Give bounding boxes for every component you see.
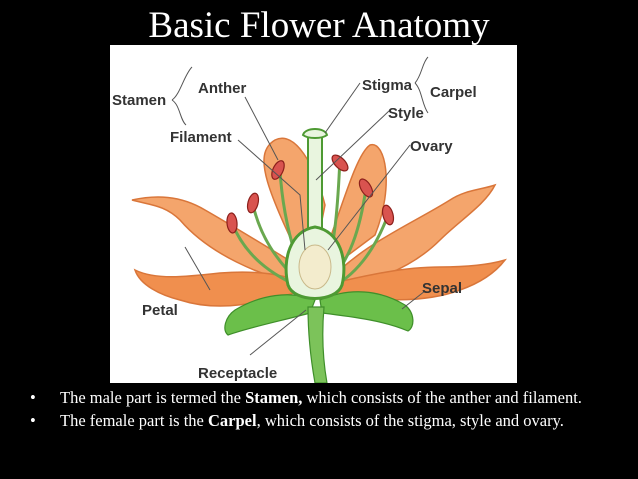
bullet-text-pre: The female part is the (60, 411, 208, 430)
bullet-bold-term: Stamen, (245, 388, 303, 407)
flower-illustration: Stamen Anther Filament Stigma Carpel Sty… (112, 56, 508, 383)
bullet-text-post: , which consists of the stigma, style an… (256, 411, 564, 430)
label-anther: Anther (198, 80, 246, 97)
bullet-bold-term: Carpel (207, 411, 257, 430)
bullet-text-pre: The male part is termed the (60, 388, 246, 407)
carpel-shape (284, 128, 346, 300)
anther-shapes (226, 154, 395, 234)
leader-lines (171, 56, 429, 356)
label-carpel: Carpel (430, 84, 477, 101)
label-sepal: Sepal (422, 280, 462, 297)
bullet-list: • The male part is termed the Stamen, wh… (30, 388, 620, 434)
bullet-item-stamen: • The male part is termed the Stamen, wh… (30, 388, 620, 408)
label-stamen: Stamen (112, 92, 166, 109)
label-style: Style (388, 105, 424, 122)
sepal-shapes (224, 291, 414, 336)
bullet-item-carpel: • The female part is the Carpel, which c… (30, 411, 620, 431)
label-receptacle: Receptacle (198, 365, 277, 382)
slide-title: Basic Flower Anatomy (148, 5, 490, 46)
label-petal: Petal (142, 302, 178, 319)
receptacle-stem (307, 306, 328, 383)
bullet-text-post: which consists of the anther and filamen… (302, 388, 582, 407)
bullet-marker: • (30, 411, 36, 430)
flower-diagram: Stamen Anther Filament Stigma Carpel Sty… (110, 45, 517, 383)
bullet-marker: • (30, 388, 36, 407)
label-stigma: Stigma (362, 77, 413, 94)
label-ovary: Ovary (410, 138, 453, 155)
label-filament: Filament (170, 129, 232, 146)
